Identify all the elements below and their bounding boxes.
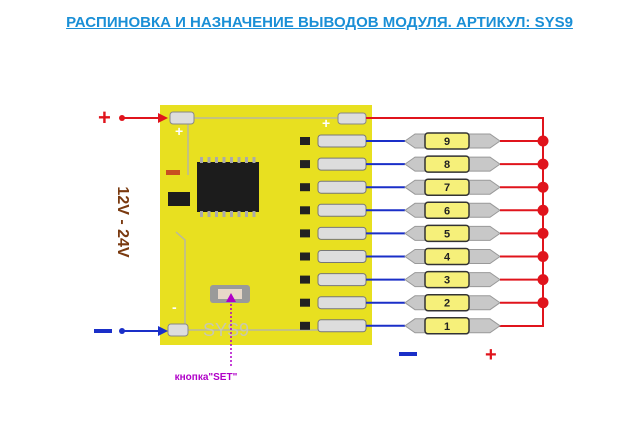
chip-pin: [200, 211, 203, 217]
button-pointer-arrow: [226, 293, 236, 302]
junction-dot: [537, 227, 549, 239]
output-pad: [317, 203, 367, 217]
lamp-row: [300, 178, 549, 196]
output-pad: [317, 250, 367, 263]
lamp-number: 2: [444, 298, 450, 310]
junction-dot: [537, 297, 549, 309]
lamp-bulb: [424, 155, 470, 173]
output-minus-sign: [399, 352, 417, 356]
lamp-bulb: [424, 132, 470, 150]
output-plus-sign: +: [485, 344, 497, 366]
transistor: [300, 206, 310, 215]
chip-pin: [237, 211, 241, 217]
output-pad: [317, 296, 367, 310]
lamp-bulb: [424, 293, 470, 312]
transistor: [300, 160, 310, 169]
lamp-bulb: [424, 247, 470, 266]
output-pad: [317, 157, 367, 171]
lamp-number: 8: [444, 159, 450, 171]
junction-dot: [537, 274, 549, 286]
diode: [166, 170, 180, 175]
lamp-number: 4: [444, 252, 451, 264]
junction-dot: [537, 204, 549, 216]
transistor: [300, 229, 310, 238]
board-minus-mark: -: [172, 299, 177, 315]
junction-dot: [537, 158, 549, 170]
lamp-number: 6: [444, 205, 450, 217]
lamp-row: [300, 270, 549, 289]
lamp-bulb: [424, 178, 470, 196]
pcb-traces: [175, 117, 360, 331]
lamp-number: 5: [444, 228, 450, 240]
lamp-bulb: [424, 224, 470, 243]
transistor: [300, 298, 310, 307]
chip-pin: [222, 211, 226, 217]
input-minus-arrow: [158, 326, 168, 336]
chip-pin: [252, 157, 256, 163]
chip-pin: [215, 211, 218, 217]
lamp-bulb: [424, 270, 470, 289]
power-plus-pad: [169, 111, 195, 125]
junction-dot: [537, 181, 549, 193]
lamp-row: [300, 132, 549, 150]
output-pad: [317, 273, 367, 287]
regulator-chip: [168, 192, 190, 206]
transistor: [300, 137, 310, 145]
plus-output-pad: [337, 112, 367, 125]
power-minus-pad: [167, 323, 189, 337]
input-minus-sign: [94, 329, 112, 333]
lamp-row: [300, 317, 501, 335]
input-minus-dot: [119, 328, 125, 334]
chip-pin: [200, 157, 203, 163]
lamp-bulb: [424, 201, 470, 220]
board-plus-mark: +: [175, 123, 183, 139]
junction-dot: [537, 135, 549, 147]
chip-pin: [237, 157, 241, 163]
chip-pin: [245, 157, 248, 163]
chip-pin: [207, 211, 211, 217]
chip-pin: [252, 211, 256, 217]
lamp-number: 1: [444, 321, 450, 333]
transistor: [300, 252, 310, 261]
button-label: кнопка"SET": [175, 372, 238, 383]
lamp-row: [300, 155, 549, 173]
lamp-row: [300, 247, 549, 266]
chip-pin: [215, 157, 218, 163]
output-pad: [317, 319, 367, 333]
lamp-row: [300, 293, 549, 312]
input-plus-arrow: [158, 113, 168, 123]
lamp-number: 7: [444, 182, 450, 194]
chip-pin: [245, 211, 248, 217]
junction-dot: [537, 251, 549, 262]
positive-bus: [366, 117, 544, 327]
voltage-label: 12V - 24V: [114, 186, 131, 257]
output-pad: [317, 226, 367, 240]
output-pad: [317, 180, 367, 194]
chip-pin: [230, 157, 233, 163]
transistor: [300, 183, 310, 192]
input-plus-sign: +: [98, 105, 111, 130]
lamp-row: [300, 201, 549, 220]
chip-pin: [207, 157, 211, 163]
transistor: [300, 275, 310, 284]
board-marking: SYS9: [203, 320, 249, 340]
chip-pin: [222, 157, 226, 163]
trace: [175, 117, 360, 331]
output-pad: [317, 134, 367, 148]
lamp-number: 9: [444, 136, 450, 148]
input-plus-dot: [119, 115, 125, 121]
transistor: [300, 321, 310, 330]
chip-pin: [230, 211, 233, 217]
board-plus-mark-right: +: [322, 115, 330, 131]
lamp-row: [300, 224, 549, 243]
set-button-cap: [218, 289, 242, 299]
lamp-bulb: [424, 317, 470, 335]
microcontroller-chip: [197, 162, 259, 212]
page-title: РАСПИНОВКА И НАЗНАЧЕНИЕ ВЫВОДОВ МОДУЛЯ. …: [66, 14, 573, 31]
lamp-number: 3: [444, 275, 450, 287]
